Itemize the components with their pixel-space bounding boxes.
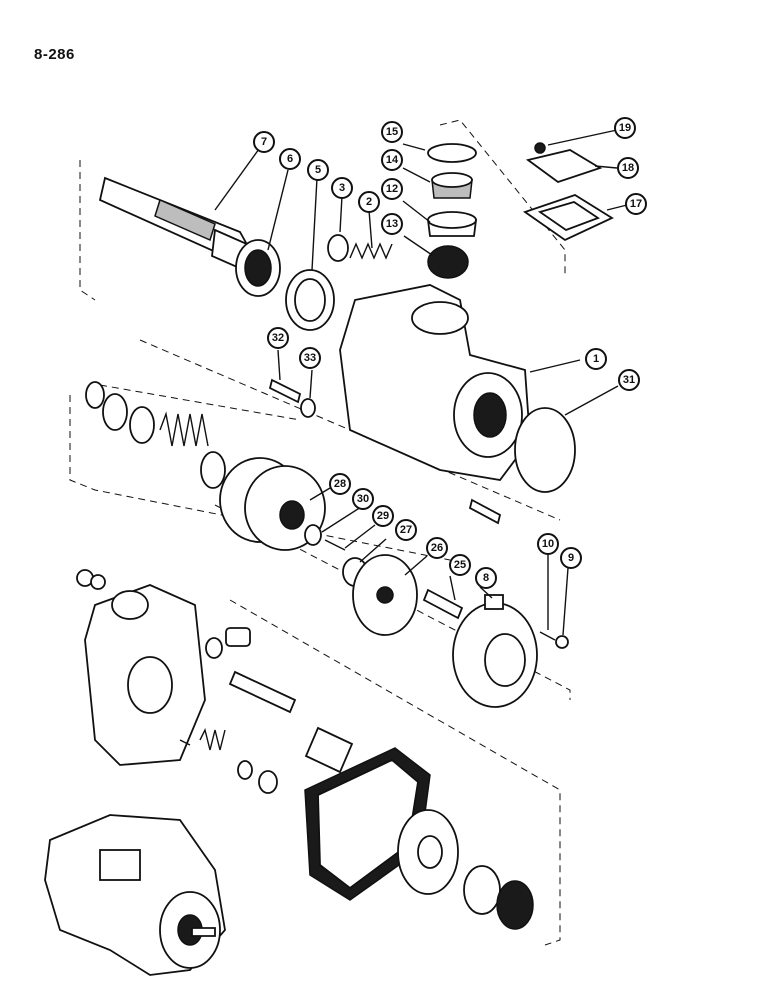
pump-housing [339,284,531,481]
small-spring-set [179,727,278,794]
callout-3: 3 [339,182,345,194]
bolt-and-washer [268,378,316,418]
lower-bearing-cone [496,880,534,930]
seal-spring-stack [85,381,226,489]
callout-18: 18 [622,162,634,174]
bearing-cone [235,239,281,297]
housing-bolt [468,498,502,525]
bearing-cup [285,269,335,331]
callout-15: 15 [386,126,398,138]
end-cover [76,569,206,766]
callout-7: 7 [261,136,267,148]
port-plate [352,554,418,636]
callout-31: 31 [623,374,635,386]
cover-plate [523,142,614,242]
callout-32: 32 [272,332,284,344]
callout-9: 9 [568,552,574,564]
control-shaft [228,670,297,714]
callout-25: 25 [454,559,466,571]
callout-labels: 7 6 5 3 2 15 14 12 13 19 18 17 1 31 32 3… [253,117,647,589]
callout-8: 8 [483,572,489,584]
rotor [219,457,326,551]
pin [324,539,346,551]
piston [304,726,354,774]
callout-26: 26 [431,542,443,554]
callout-6: 6 [287,153,293,165]
callout-33: 33 [304,352,316,364]
callout-17: 17 [630,198,642,210]
callout-5: 5 [315,164,321,176]
dowel-pin [539,631,556,641]
callout-12: 12 [386,183,398,195]
callout-19: 19 [619,122,631,134]
lower-port-plate [397,809,459,895]
o-ring [514,407,576,493]
leader-lines [214,129,628,636]
retaining-ring [304,524,322,546]
page-number: 8-286 [34,46,75,63]
callout-2: 2 [366,196,372,208]
callout-1: 1 [593,353,599,365]
callout-29: 29 [377,510,389,522]
lower-bearing-cup [463,865,501,915]
spring [327,234,393,262]
assembled-pump-view [44,814,226,976]
callout-30: 30 [357,493,369,505]
callout-27: 27 [400,524,412,536]
plug-fitting [205,627,251,659]
cam-ring [452,594,538,708]
callout-13: 13 [386,218,398,230]
top-bearing-set [426,143,478,279]
plug [555,635,569,649]
callout-28: 28 [334,478,346,490]
callout-10: 10 [542,538,554,550]
pivot-pin [422,588,464,620]
callout-14: 14 [386,154,399,166]
